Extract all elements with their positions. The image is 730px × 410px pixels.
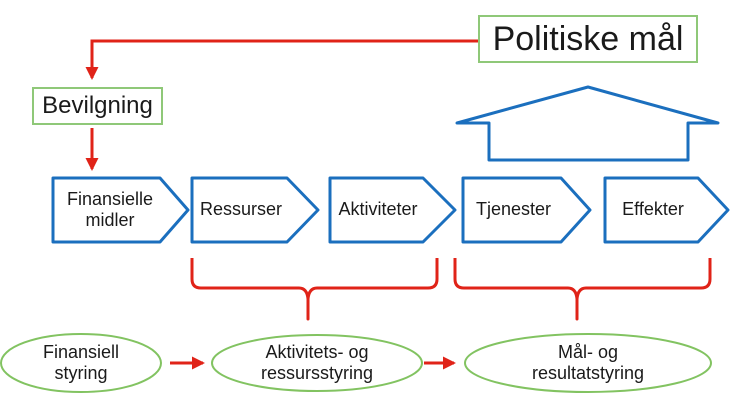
pentagon-effekter: [603, 176, 730, 244]
ellipse-label-mal-resultatstyring: Mål- og resultatstyring: [531, 341, 645, 383]
pentagon-ressurser: [190, 176, 320, 244]
ellipse-label-aktivitets-ressursstyring: Aktivitets- og ressursstyring: [260, 341, 374, 383]
pentagon-aktiviteter: [328, 176, 457, 244]
bevilgning-box: Bevilgning: [32, 87, 163, 125]
pentagon-label-aktiviteter: Aktiviteter: [338, 199, 418, 220]
ellipse-label-finansiell-styring: Finansiell styring: [42, 341, 120, 383]
curly-brace-activities-icon: [190, 258, 439, 321]
up-block-arrow-icon: [455, 85, 720, 162]
pentagon-label-effekter: Effekter: [622, 199, 684, 220]
goal-to-allocation-arrow: [85, 39, 478, 80]
politiske-mal-box: Politiske mål: [478, 15, 698, 63]
ellipse-finansiell-styring: [0, 333, 162, 393]
pentagon-finansielle-midler: [51, 176, 190, 244]
pentagon-label-finansielle-midler: Finansielle midler: [66, 188, 154, 230]
curly-brace-goals-icon: [453, 258, 712, 321]
ellipse-aktivitets-ressursstyring: [211, 334, 423, 392]
ellipse-mal-resultatstyring: [464, 333, 712, 393]
pentagon-tjenester: [461, 176, 592, 244]
pentagon-label-tjenester: Tjenester: [475, 199, 552, 220]
pentagon-label-ressurser: Ressurser: [199, 199, 283, 220]
